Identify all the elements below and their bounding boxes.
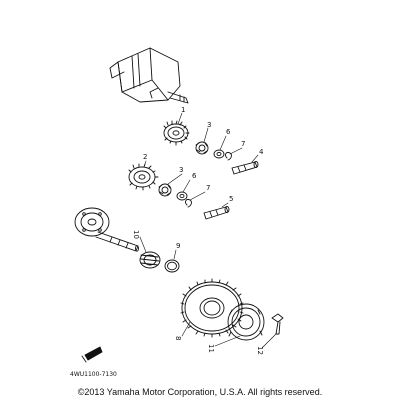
washer-6-lower — [176, 191, 188, 201]
shaft-4 — [231, 161, 259, 175]
label-7-upper: 7 — [241, 140, 245, 148]
cover-11 — [227, 303, 265, 341]
label-7-lower: 7 — [206, 184, 210, 192]
label-12: 12 — [256, 346, 264, 355]
washer-6-upper — [213, 149, 225, 159]
spring-clutch-10 — [139, 251, 161, 269]
bearing-3-upper — [195, 141, 209, 155]
label-3-upper: 3 — [207, 121, 211, 129]
label-6-upper: 6 — [226, 128, 231, 136]
clip-7-lower — [185, 199, 192, 208]
bearing-3-lower — [158, 183, 172, 197]
bolt-12 — [271, 313, 284, 335]
gear-2 — [128, 163, 159, 191]
label-6-lower: 6 — [192, 172, 197, 180]
label-2: 2 — [143, 153, 147, 161]
leader-lines — [139, 112, 277, 349]
clip-7-upper — [225, 152, 232, 161]
callouts: 1 2 3 3 6 6 7 7 4 5 9 10 8 11 12 4WU1100… — [70, 106, 264, 378]
starter-motor — [109, 47, 189, 104]
shaft-5 — [203, 206, 230, 220]
starter-clutch-housing — [74, 207, 139, 252]
label-5: 5 — [229, 195, 233, 203]
label-8: 8 — [174, 336, 182, 340]
washer-9 — [164, 259, 180, 273]
label-1-upper: 1 — [181, 106, 185, 114]
gear-1 — [163, 120, 190, 146]
label-9: 9 — [176, 242, 180, 250]
label-4: 4 — [259, 148, 264, 156]
front-arrow-icon — [81, 346, 103, 363]
label-10: 10 — [132, 230, 140, 239]
part-code: 4WU1100-7130 — [70, 371, 117, 378]
copyright-text: ©2013 Yamaha Motor Corporation, U.S.A. A… — [77, 387, 323, 397]
label-3-lower: 3 — [179, 166, 183, 174]
label-11: 11 — [207, 344, 215, 353]
